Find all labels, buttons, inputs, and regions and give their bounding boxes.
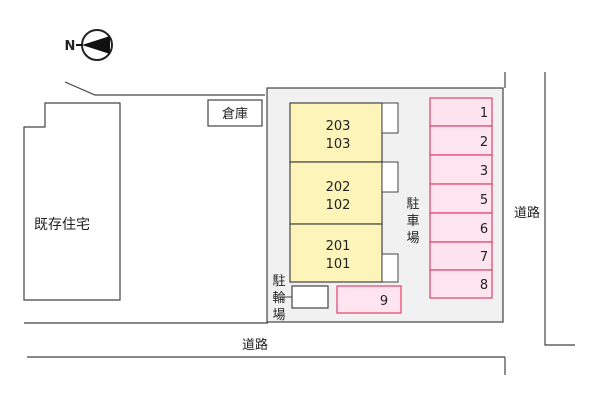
- svg-text:車: 車: [406, 214, 419, 229]
- svg-text:駐: 駐: [406, 197, 419, 212]
- parking-space-number: 2: [480, 135, 488, 150]
- road-label-right: 道路: [514, 205, 540, 221]
- unit-number-lower: 102: [326, 198, 351, 213]
- bicycle-parking: 駐 輪 場: [272, 274, 329, 323]
- parking-space: [429, 269, 493, 299]
- building: 203 103 202 102 201 101: [289, 102, 399, 283]
- parking-space-number: 1: [480, 106, 488, 121]
- car-parking-label: 駐 車 場: [406, 197, 419, 246]
- existing-house-label: 既存住宅: [34, 217, 90, 233]
- boundary-lines: [24, 72, 575, 375]
- bicycle-parking-label: 駐 輪 場: [272, 274, 285, 323]
- car-parking: [429, 97, 493, 299]
- unit-number-upper: 201: [326, 239, 351, 254]
- svg-text:場: 場: [272, 308, 285, 323]
- compass-icon: N: [65, 29, 113, 61]
- unit-number-upper: 202: [326, 180, 351, 195]
- parking-space: [429, 97, 493, 127]
- parking-space-number: 6: [480, 222, 488, 237]
- parking-space-number: 3: [480, 164, 488, 179]
- unit-block: 201 101: [289, 223, 399, 283]
- compass-north-label: N: [65, 39, 76, 54]
- parking-space-number: 9: [380, 294, 388, 309]
- storage-label: 倉庫: [222, 107, 248, 122]
- existing-house: 既存住宅: [23, 102, 121, 301]
- storage-box: 倉庫: [207, 99, 263, 127]
- unit-number-lower: 101: [326, 257, 351, 272]
- parking-space-9: 9: [336, 285, 402, 314]
- svg-text:輪: 輪: [272, 290, 285, 306]
- svg-text:駐: 駐: [272, 274, 285, 289]
- unit-number-upper: 203: [326, 119, 351, 134]
- parking-space-number: 7: [480, 250, 488, 265]
- svg-text:場: 場: [406, 231, 419, 246]
- parking-space: [429, 183, 493, 214]
- car-parking-numbers: 1 2 3 5 6 7 8: [480, 106, 488, 293]
- parking-space: [429, 212, 493, 243]
- parking-space-number: 5: [480, 193, 488, 208]
- road-label-bottom: 道路: [242, 337, 268, 353]
- parking-space: [429, 241, 493, 271]
- unit-block: 202 102: [289, 161, 399, 225]
- parking-space: [429, 154, 493, 185]
- unit-block: 203 103: [289, 102, 399, 163]
- parking-space-number: 8: [480, 278, 488, 293]
- unit-number-lower: 103: [326, 137, 351, 152]
- parking-space: [429, 125, 493, 156]
